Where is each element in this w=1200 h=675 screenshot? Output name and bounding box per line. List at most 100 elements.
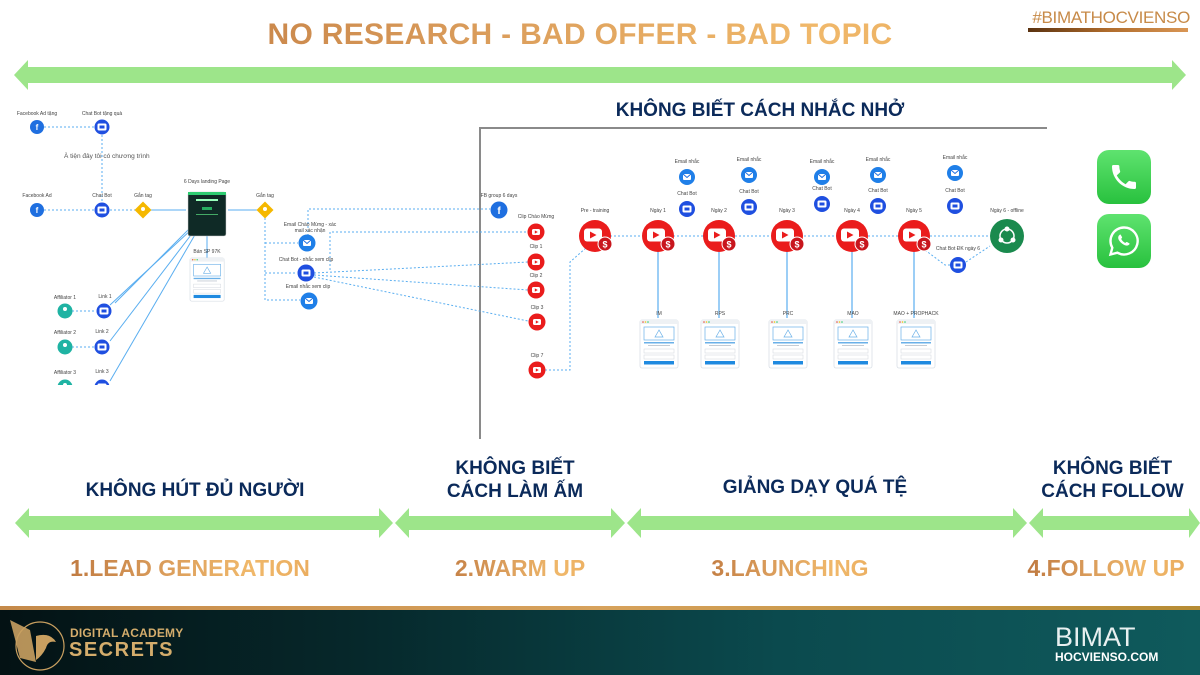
label-chatbot-reminder: Chat Bot xyxy=(945,188,965,194)
clip-2-node xyxy=(527,281,545,299)
tag-node-1 xyxy=(134,201,152,219)
label-email-reminder: Email nhắc xyxy=(942,155,968,161)
label-link-3: Link 3 xyxy=(95,369,109,375)
email-reminder-node xyxy=(814,169,830,185)
top-double-arrow xyxy=(14,60,1186,90)
stage-2-problem-line-1: KHÔNG BIẾT xyxy=(455,458,575,479)
logo-text-line-2: SECRETS xyxy=(69,639,174,661)
email-remind-node xyxy=(300,292,318,310)
funnel-diagram: f f f $$$$$$ xyxy=(30,119,1024,385)
bracket-line-left xyxy=(479,127,481,439)
chatbot-reminder-node xyxy=(870,198,886,214)
svg-text:f: f xyxy=(497,206,501,217)
dollar-badge-icon xyxy=(597,236,613,252)
svg-text:$: $ xyxy=(794,240,799,250)
label-email-reminder: Email nhắc xyxy=(736,157,762,163)
label-offer: IM xyxy=(656,311,662,317)
label-chatbot-day6: Chat Bot ĐK ngày 6 xyxy=(935,246,981,252)
launch-day-node: $ xyxy=(642,220,676,252)
launch-day-node: $ xyxy=(898,220,932,252)
offer-page-mockup xyxy=(639,319,679,369)
stage-2-label: 2.WARM UP xyxy=(420,555,620,582)
svg-text:f: f xyxy=(36,206,39,215)
label-clip-3: Clip 3 xyxy=(530,305,544,311)
label-chatbot-reminder: Chat Bot xyxy=(868,188,888,194)
clip-welcome-node xyxy=(527,223,545,241)
offer-page-mockup xyxy=(833,319,873,369)
stage-2-arrow xyxy=(395,508,625,538)
dollar-badge-icon xyxy=(660,236,676,252)
logo-text-line-1: DIGITAL ACADEMY xyxy=(70,626,184,640)
affiliate-node-3 xyxy=(57,379,73,385)
main-title: NO RESEARCH - BAD OFFER - BAD TOPIC xyxy=(0,18,1160,52)
affiliate-node-2 xyxy=(57,339,73,355)
chatbot-node xyxy=(94,202,110,218)
label-link-2: Link 2 xyxy=(95,329,109,335)
fb-group-node: f xyxy=(490,201,508,219)
label-email-reminder: Email nhắc xyxy=(865,157,891,163)
label-clip-2: Clip 2 xyxy=(529,273,543,279)
stage-2-problem-line-2: CÁCH LÀM ẤM xyxy=(446,481,584,502)
stage-4-problem: KHÔNG BIẾT CÁCH FOLLOW xyxy=(1020,457,1200,503)
label-email-welcome: Email Chào Mừng - xác mail xác nhận xyxy=(283,222,337,234)
label-fb-ad: Facebook Ad xyxy=(22,193,52,199)
dollar-badge-icon xyxy=(916,236,932,252)
link-node-1 xyxy=(96,303,112,319)
label-chatbot-reminder: Chat Bot xyxy=(739,189,759,195)
stage-3-arrow xyxy=(627,508,1027,538)
stage-1-label: 1.LEAD GENERATION xyxy=(40,555,340,582)
label-sales-page: Bán SP 97K xyxy=(193,249,221,255)
chatbot-remind-node xyxy=(297,264,315,282)
clip-3-node xyxy=(528,313,546,331)
stage-4-label: 4.FOLLOW UP xyxy=(1012,555,1200,582)
offer-page-mockup xyxy=(768,319,808,369)
svg-text:$: $ xyxy=(602,240,607,250)
label-offer: MAO xyxy=(847,311,859,317)
label-chatbot: Chat Bot xyxy=(92,193,112,199)
label-clip-welcome: Clip Chào Mừng xyxy=(517,214,555,220)
chatbot-gift-node xyxy=(94,119,110,135)
sales-page-mockup xyxy=(189,257,225,302)
launch-day-node: $ xyxy=(579,220,613,252)
label-chatbot-gift: Chat Bot tặng quà xyxy=(81,111,123,117)
email-reminder-node xyxy=(679,169,695,185)
launch-day-node: $ xyxy=(771,220,805,252)
label-launch-day: Ngày 4 xyxy=(844,208,860,214)
label-fb-group: FB group 6 days xyxy=(480,193,518,199)
landing-page-mockup xyxy=(187,191,227,237)
launch-day-node: $ xyxy=(836,220,870,252)
label-chatbot-reminder: Chat Bot xyxy=(677,191,697,197)
footer-gold-line xyxy=(0,606,1200,610)
dollar-badge-icon xyxy=(721,236,737,252)
label-launch-day: Pre - training xyxy=(580,208,610,214)
label-chatbot-remind: Chat Bot - nhắc xem clip xyxy=(278,257,334,263)
phone-app-icon xyxy=(1097,150,1151,204)
label-offer: MAO + PROPHACK xyxy=(893,311,939,317)
footer-bar xyxy=(0,606,1200,675)
label-affiliate-2: Affiliator 2 xyxy=(53,330,77,336)
facebook-ad-node: f xyxy=(30,203,44,217)
brand-text-line-1: BIMAT xyxy=(1055,622,1136,652)
chatbot-reminder-node xyxy=(814,196,830,212)
label-affiliate-1: Affiliator 1 xyxy=(53,295,77,301)
label-launch-day: Ngày 1 xyxy=(650,208,666,214)
clip-1-node xyxy=(527,253,545,271)
stage-2-problem: KHÔNG BIẾT CÁCH LÀM ẤM xyxy=(420,457,610,503)
digital-academy-logo-icon xyxy=(10,620,65,671)
label-email-reminder: Email nhắc xyxy=(674,159,700,165)
label-note: À tiện đây tôi có chương trình xyxy=(64,153,150,160)
label-launch-day: Ngày 2 xyxy=(711,208,727,214)
label-launch-day: Ngày 3 xyxy=(779,208,795,214)
affiliate-node-1 xyxy=(57,303,73,319)
stage-1-arrow xyxy=(15,508,393,538)
dollar-badge-icon xyxy=(854,236,870,252)
label-tag-1: Gắn tag xyxy=(134,193,152,199)
hashtag-underline xyxy=(1028,28,1188,32)
label-chatbot-reminder: Chat Bot xyxy=(812,186,832,192)
reminder-section-title: KHÔNG BIẾT CÁCH NHẮC NHỞ xyxy=(615,100,905,121)
email-reminder-node xyxy=(947,165,963,181)
label-email-remind: Email nhắc xem clip xyxy=(285,284,331,290)
email-reminder-node xyxy=(741,167,757,183)
label-clip-1: Clip 1 xyxy=(529,244,543,250)
svg-text:$: $ xyxy=(665,240,670,250)
